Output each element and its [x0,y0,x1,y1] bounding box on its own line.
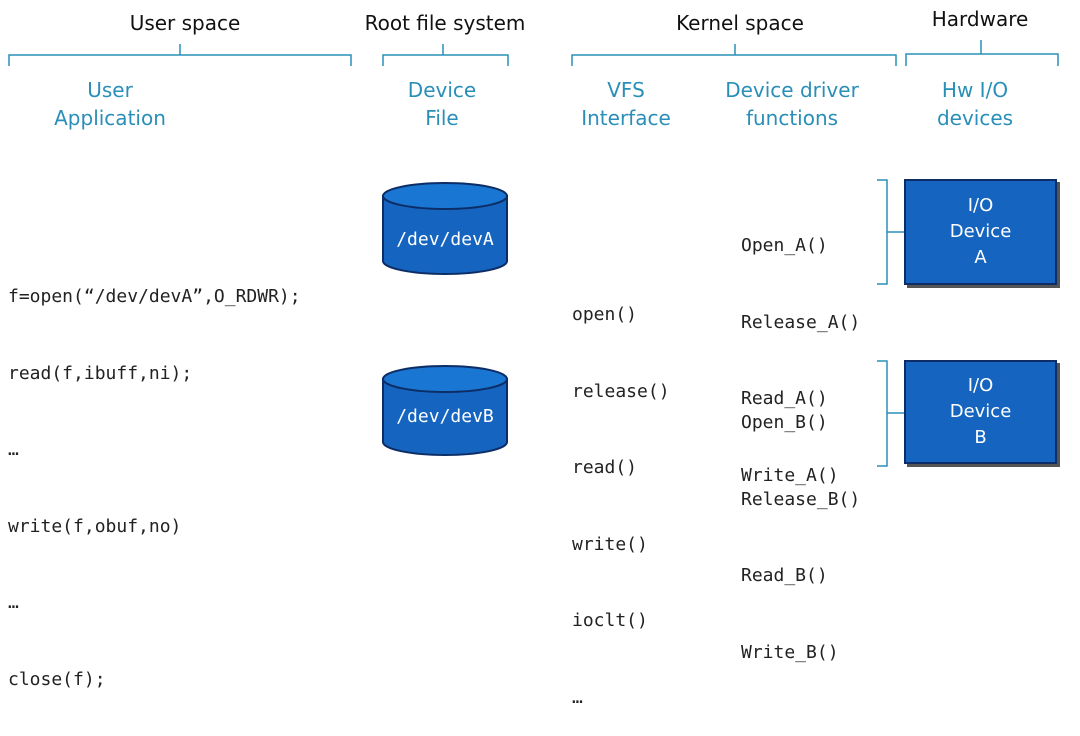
diagram-graphics [8,40,1059,467]
vfs-call: read() [572,457,638,478]
hardware-bracket [905,40,1059,66]
driver-function: Open_A() [741,235,828,256]
label-driver-functions: Device driver functions [725,78,859,130]
driver-function: Write_A() [741,464,839,486]
driver-brackets [877,179,904,467]
label-vfs-interface: VFS Interface [581,78,671,130]
driver-function: Write_B() [741,641,839,663]
driver-b-functions: Open_B() Release_B() Read_B() Write_B() [741,359,860,691]
driver-a-bracket [877,179,904,285]
vfs-call: ioclt() [572,610,648,631]
label-device-file: Device File [407,78,477,130]
code-line: f=open(“/dev/devA”,O_RDWR); [8,286,301,307]
io-device-b: I/O Device B [904,360,1057,464]
vfs-call: open() [572,304,638,325]
vfs-call: write() [572,533,648,555]
code-line: read(f,ibuff,ni); [8,362,193,384]
driver-b-bracket [877,360,904,467]
code-line: write(f,obuf,no) [8,515,182,537]
io-device-a: I/O Device A [904,179,1057,285]
vfs-call: release() [572,380,670,402]
device-file-cylinder-a [382,182,508,275]
header-root-fs: Root file system [364,11,526,35]
vfs-call: … [572,686,583,708]
driver-function: Release_B() [741,488,861,510]
header-hardware: Hardware [931,7,1029,31]
code-line: … [8,439,19,460]
user-code-block: f=open(“/dev/devA”,O_RDWR); read(f,ibuff… [8,233,301,718]
code-line: … [8,592,19,613]
header-user-space: User space [129,11,241,35]
device-file-b-label: /dev/devB [396,406,494,427]
driver-function: Read_B() [741,565,828,586]
label-hw-devices: Hw I/O devices [936,78,1014,130]
label-user-application: User Application [54,78,166,130]
header-brackets [8,40,1059,66]
code-line: close(f); [8,668,106,690]
kernel-space-bracket [571,44,897,66]
driver-function: Release_A() [741,311,861,333]
header-kernel-space: Kernel space [676,11,804,35]
driver-function: Read_A() [741,388,828,409]
driver-a-functions: Open_A() Release_A() Read_A() Write_A() [741,182,860,514]
device-file-cylinder-b [382,365,508,456]
vfs-calls: open() release() read() write() ioclt() … [572,251,670,736]
driver-function: Open_B() [741,412,828,433]
user-space-bracket [8,44,352,66]
device-file-a-label: /dev/devA [396,229,494,250]
root-fs-bracket [382,44,509,66]
